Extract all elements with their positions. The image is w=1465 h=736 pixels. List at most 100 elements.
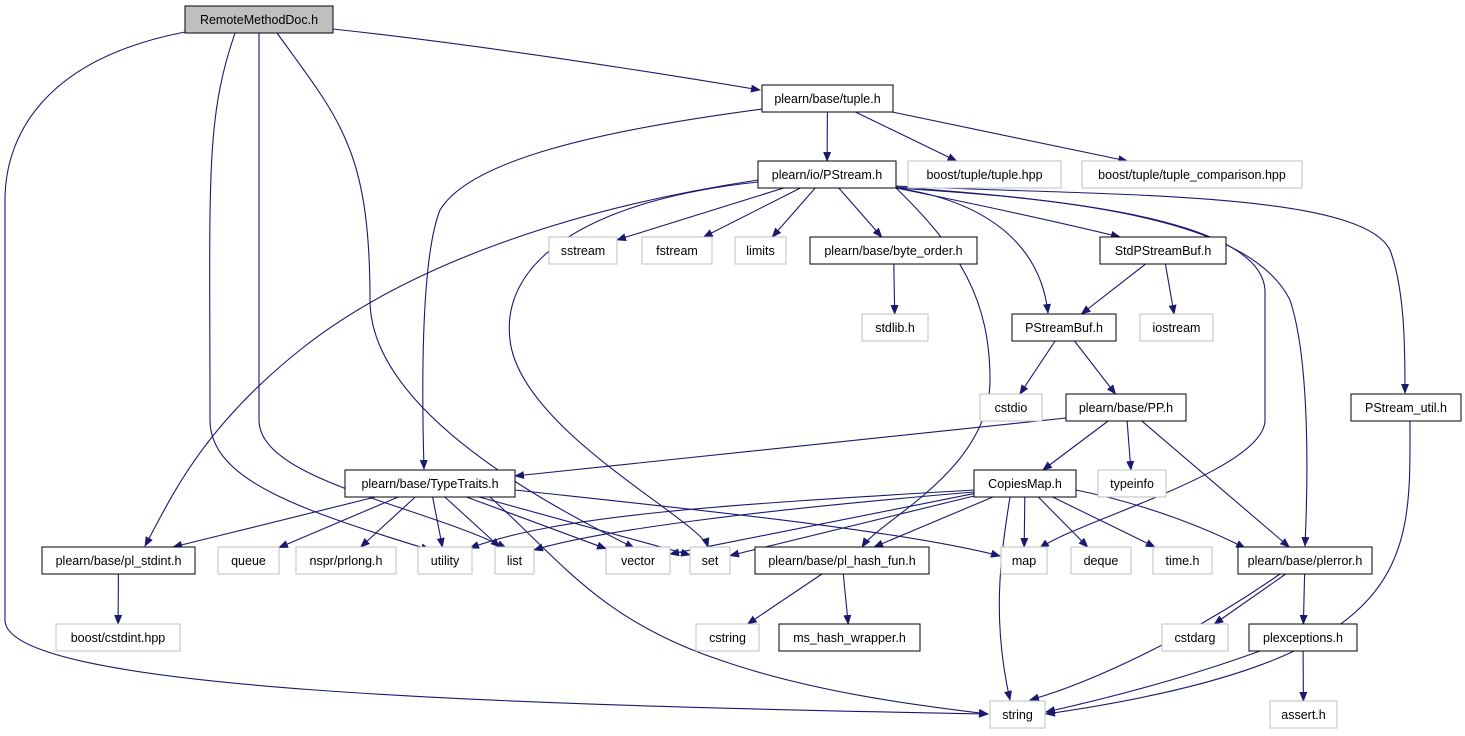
node-label: plearn/base/pl_stdint.h [56, 554, 182, 568]
node-label: set [702, 554, 719, 568]
node-label: time.h [1165, 554, 1199, 568]
edge-pstream-to-limits [771, 187, 816, 238]
node-label: plearn/base/PP.h [1079, 401, 1173, 415]
node-byte-order[interactable]: plearn/base/byte_order.h [809, 236, 978, 265]
node-copiesmap[interactable]: CopiesMap.h [973, 469, 1077, 498]
node-box [494, 546, 535, 575]
node-box [761, 84, 894, 113]
node-boost-tuple-cmp: boost/tuple/tuple_comparison.hpp [1081, 160, 1303, 189]
node-box [1099, 236, 1227, 265]
node-box [41, 546, 196, 575]
node-boost-cstdint: boost/cstdint.hpp [55, 623, 181, 652]
node-box [548, 236, 618, 265]
node-box [973, 469, 1077, 498]
edge-stdpstreambuf-to-iostream [1164, 263, 1177, 315]
node-pstreambuf[interactable]: PStreamBuf.h [1011, 313, 1117, 342]
edge-pl_hash_fun-to-cstring [746, 573, 823, 625]
node-label: typeinfo [1110, 477, 1154, 491]
node-pl-stdint[interactable]: plearn/base/pl_stdint.h [41, 546, 196, 575]
node-label: boost/tuple/tuple.hpp [926, 168, 1042, 182]
node-queue: queue [217, 546, 280, 575]
node-box [809, 236, 978, 265]
node-box [695, 623, 760, 652]
node-box [979, 393, 1043, 422]
node-plerror[interactable]: plearn/base/plerror.h [1237, 546, 1373, 575]
node-box [1081, 160, 1303, 189]
edge-pstream-to-pstreambuf [895, 187, 1051, 314]
edge-typetraits-to-set [478, 496, 691, 557]
node-tuple[interactable]: plearn/base/tuple.h [761, 84, 894, 113]
node-label: assert.h [1281, 708, 1326, 722]
edge-pstream-to-byte_order [838, 187, 883, 238]
node-label: plearn/base/pl_hash_fun.h [768, 554, 915, 568]
node-pl-hash-fun[interactable]: plearn/base/pl_hash_fun.h [754, 546, 930, 575]
node-sstream: sstream [548, 236, 618, 265]
edge-typetraits-to-prlong [359, 496, 416, 548]
node-pp[interactable]: plearn/base/PP.h [1065, 393, 1187, 422]
node-box [217, 546, 280, 575]
node-pstream-util[interactable]: PStream_util.h [1350, 393, 1462, 422]
node-fstream: fstream [641, 236, 713, 265]
node-box [1011, 313, 1117, 342]
node-box [1070, 546, 1132, 575]
node-map: map [1000, 546, 1048, 575]
nodes-layer: RemoteMethodDoc.h plearn/base/tuple.h plea… [41, 5, 1462, 729]
node-typeinfo: typeinfo [1097, 469, 1167, 498]
node-time: time.h [1152, 546, 1213, 575]
node-box [605, 546, 671, 575]
edge-copiesmap-to-string [998, 496, 1012, 701]
edge-copiesmap-to-time [1052, 496, 1156, 548]
edge-pp-to-plerror [1141, 420, 1290, 548]
node-box [1152, 546, 1213, 575]
node-plexceptions[interactable]: plexceptions.h [1248, 623, 1358, 652]
node-box [1248, 623, 1358, 652]
node-cstdarg: cstdarg [1161, 623, 1229, 652]
edge-root-to-list [258, 33, 507, 549]
edge-pstream-to-map [895, 187, 1266, 549]
edge-plexceptions-to-string [1045, 650, 1261, 714]
edge-byte_order-to-stdlib [890, 263, 899, 315]
edge-plerror-to-cstdarg [1213, 573, 1287, 625]
node-label: stdlib.h [875, 321, 915, 335]
edge-pstream-to-stdpstreambuf [895, 187, 1121, 239]
node-box [757, 160, 897, 189]
node-label: utility [431, 554, 460, 568]
edge-tuple-to-boost_tuple [855, 111, 958, 162]
edge-copiesmap-to-set [729, 495, 975, 558]
node-box [184, 5, 334, 34]
edge-pp-to-typeinfo [1126, 420, 1135, 471]
node-pstream[interactable]: plearn/io/PStream.h [757, 160, 897, 189]
node-label: plearn/base/byte_order.h [824, 244, 962, 258]
edge-root-to-string [4, 31, 989, 718]
node-vector: vector [605, 546, 671, 575]
node-boost-tuple: boost/tuple/tuple.hpp [907, 160, 1062, 189]
edge-pl_hash_fun-to-ms_hash [842, 573, 852, 625]
edge-stdpstreambuf-to-pstreambuf [1080, 263, 1146, 315]
node-typetraits[interactable]: plearn/base/TypeTraits.h [344, 469, 516, 498]
node-assert: assert.h [1269, 700, 1338, 729]
edge-pstream-to-pstream_util [895, 185, 1409, 394]
node-cstdio: cstdio [979, 393, 1043, 422]
node-cstring: cstring [695, 623, 760, 652]
node-ms-hash[interactable]: ms_hash_wrapper.h [778, 623, 921, 652]
edge-plerror-to-string [1029, 573, 1281, 702]
node-label: plearn/io/PStream.h [772, 168, 883, 182]
node-stdpstreambuf[interactable]: StdPStreamBuf.h [1099, 236, 1227, 265]
node-box [1269, 700, 1338, 729]
node-stdlib: stdlib.h [861, 313, 929, 342]
node-label: RemoteMethodDoc.h [200, 13, 318, 27]
node-label: vector [621, 554, 655, 568]
edge-pp-to-copiesmap [1042, 420, 1109, 471]
edge-pstream_util-to-string [1045, 420, 1411, 717]
edge-copiesmap-to-vector [669, 493, 975, 557]
node-label: list [507, 554, 523, 568]
edge-root-to-vector [276, 32, 635, 549]
node-label: PStreamBuf.h [1025, 321, 1103, 335]
edge-copiesmap-to-deque [1037, 496, 1089, 548]
node-label: CopiesMap.h [988, 477, 1062, 491]
node-box [989, 700, 1046, 729]
node-label: plearn/base/tuple.h [774, 92, 880, 106]
edge-pstream-to-sstream [616, 187, 784, 242]
node-label: cstdarg [1175, 631, 1216, 645]
